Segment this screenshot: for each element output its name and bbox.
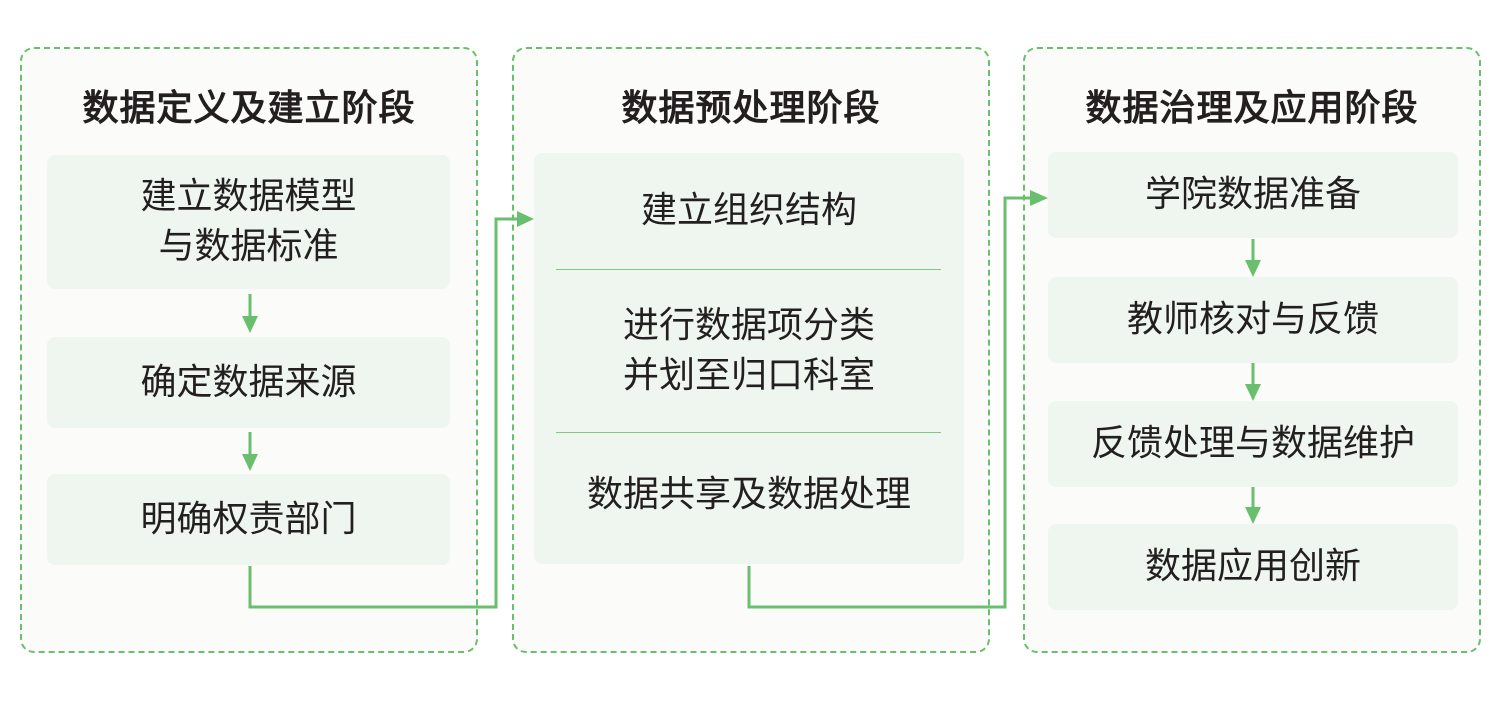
stage-title: 数据治理及应用阶段 [1085, 88, 1419, 129]
step-box: 数据应用创新 [1048, 524, 1458, 610]
step-box: 反馈处理与数据维护 [1048, 401, 1458, 487]
step-item: 建立组织结构 [640, 190, 857, 231]
step-box: 学院数据准备 [1048, 152, 1458, 238]
step-box: 确定数据来源 [47, 337, 450, 428]
step-box: 明确权责部门 [47, 474, 450, 565]
step-box: 建立数据模型 与数据标准 [47, 155, 450, 289]
step-group-box: 建立组织结构 进行数据项分类 并划至归口科室 数据共享及数据处理 [534, 153, 964, 564]
stage-title: 数据定义及建立阶段 [82, 88, 416, 129]
stage-title: 数据预处理阶段 [621, 88, 881, 129]
step-item: 进行数据项分类 并划至归口科室 [622, 305, 875, 396]
step-box: 教师核对与反馈 [1048, 277, 1458, 363]
step-item: 数据共享及数据处理 [586, 474, 911, 515]
